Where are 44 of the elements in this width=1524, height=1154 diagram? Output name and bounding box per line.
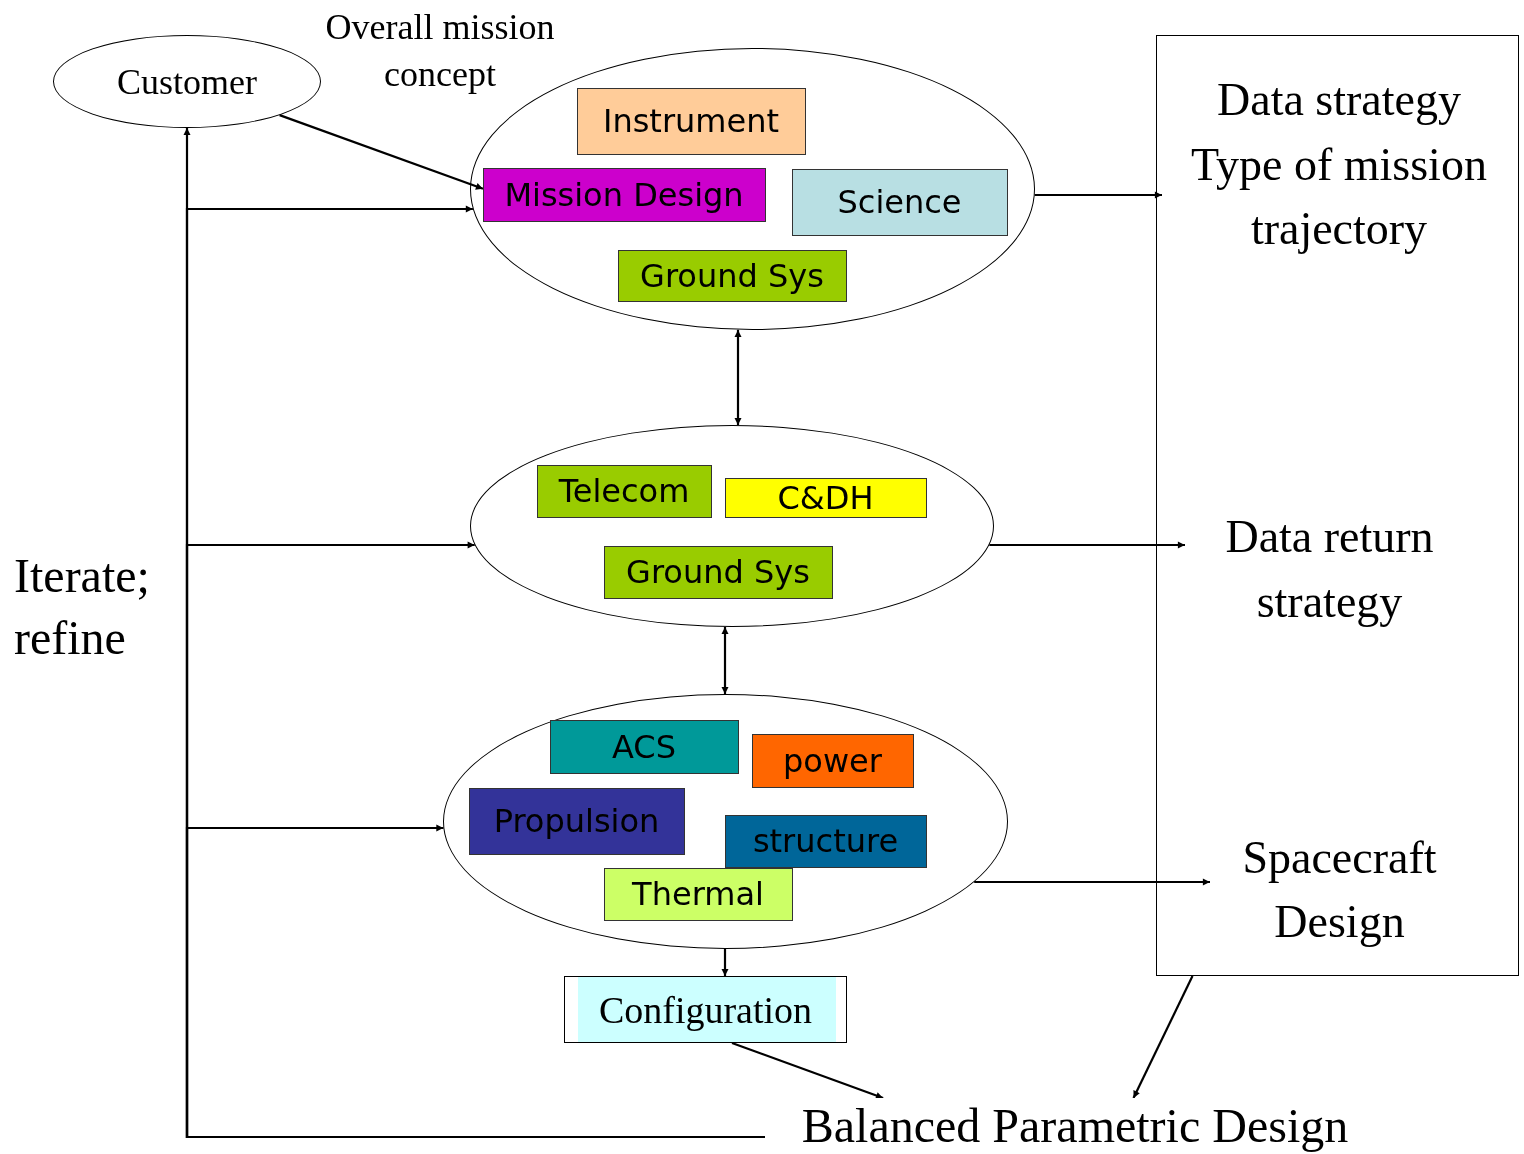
node-label: Customer [117,60,257,103]
subsystem-box [724,814,927,868]
box-label: Propulsion [493,802,660,840]
box-label: Configuration [598,987,813,1032]
box-label: power [783,741,882,780]
box-label: Instrument [602,102,780,140]
arrow [1132,975,1194,1099]
box-label: Ground Sys [640,256,824,295]
box-label: Telecom [558,472,690,510]
subsystem-box [603,867,793,921]
subsystem-box [468,787,685,855]
subsystem-box [549,719,739,774]
subsystem-box [724,477,927,518]
box-label: Ground Sys [626,553,810,591]
group-ellipse [443,694,1008,949]
arrow [1034,191,1162,199]
subsystem-box [603,545,833,599]
box-label: Mission Design [504,175,744,214]
subsystem-box [751,733,914,788]
box-label: structure [752,822,899,860]
arrow [721,949,729,976]
output-text: Data strategy [1217,73,1461,128]
arrow [731,1041,884,1100]
output-text: Data return strategy [1224,510,1435,629]
output-text: Spacecraft Design [1241,830,1438,949]
output-text: Type of mission trajectory [1190,137,1488,257]
box-label: Science [837,183,962,221]
subsystem-box [482,167,766,222]
box-label: Thermal [632,875,764,913]
subsystem-box [791,168,1008,236]
result-text: Balanced Parametric Design [801,1098,1349,1154]
arrow [734,329,742,425]
process-box [564,976,847,1043]
edge-label: Overall mission concept [324,6,556,96]
box-label: ACS [612,727,676,766]
subsystem-box [536,464,712,518]
subsystem-box [617,249,847,302]
arrow [721,627,729,694]
subsystem-box [576,87,806,155]
arrow [974,878,1210,886]
output-panel [1156,35,1519,976]
box-label: C&DH [777,478,874,517]
arrow [279,114,484,190]
arrow [989,541,1185,549]
